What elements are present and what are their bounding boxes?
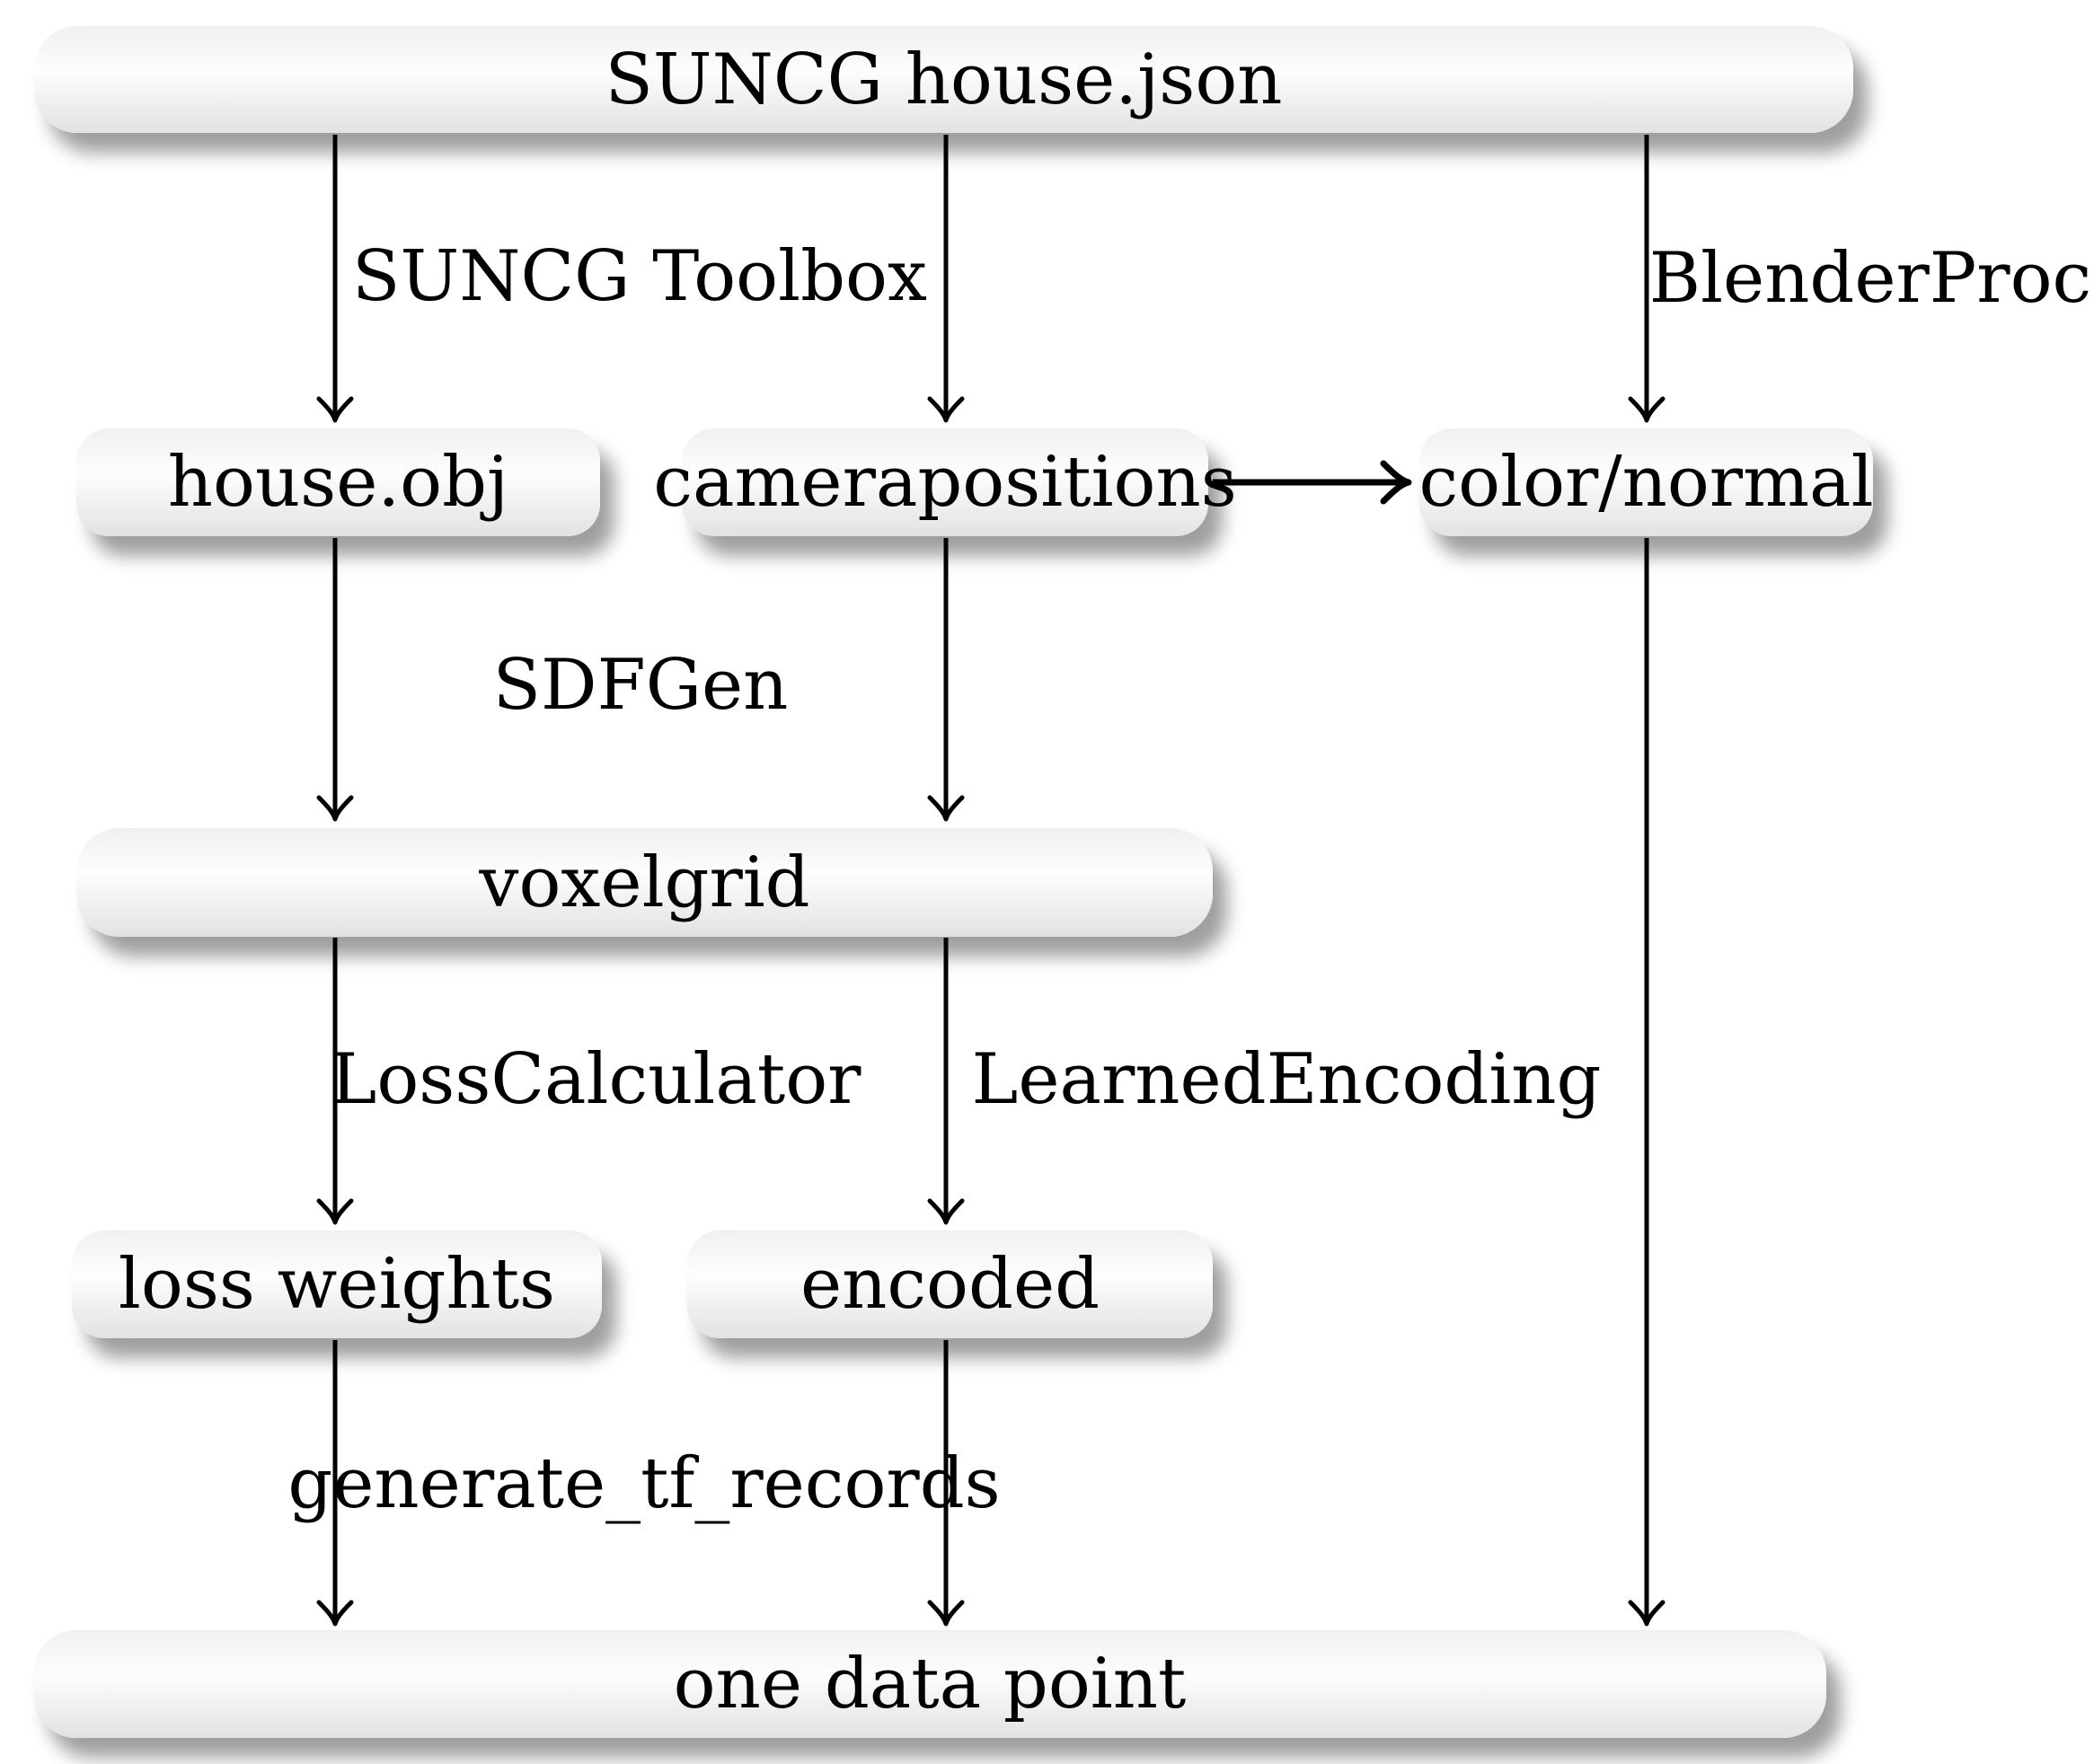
node-voxelgrid: voxelgrid bbox=[76, 828, 1213, 937]
node-one-data-point-label: one data point bbox=[673, 1644, 1187, 1724]
edge-label-loss-calculator: LossCalculator bbox=[330, 1039, 861, 1120]
node-suncg-house-json-label: SUNCG house.json bbox=[605, 39, 1283, 120]
node-encoded: encoded bbox=[687, 1230, 1213, 1338]
node-one-data-point: one data point bbox=[33, 1630, 1826, 1738]
node-loss-weights-label: loss weights bbox=[118, 1244, 556, 1325]
node-voxelgrid-label: voxelgrid bbox=[479, 842, 810, 923]
edge-label-blenderproc: BlenderProc bbox=[1648, 238, 2092, 319]
edge-label-generate-tf-records: generate_tf_records bbox=[287, 1443, 1001, 1524]
edge-label-learned-encoding: LearnedEncoding bbox=[971, 1039, 1602, 1120]
node-color-normal-label: color/normal bbox=[1418, 442, 1874, 523]
node-house-obj-label: house.obj bbox=[167, 442, 509, 523]
node-color-normal: color/normal bbox=[1418, 428, 1874, 536]
node-loss-weights: loss weights bbox=[72, 1230, 602, 1338]
node-camerapositions-label: camerapositions bbox=[653, 442, 1237, 523]
node-suncg-house-json: SUNCG house.json bbox=[34, 26, 1853, 133]
node-house-obj: house.obj bbox=[76, 428, 600, 536]
edge-label-suncg-toolbox: SUNCG Toolbox bbox=[352, 236, 927, 317]
edge-label-sdfgen: SDFGen bbox=[492, 645, 789, 726]
node-encoded-label: encoded bbox=[800, 1244, 1100, 1325]
node-camerapositions: camerapositions bbox=[653, 428, 1237, 536]
